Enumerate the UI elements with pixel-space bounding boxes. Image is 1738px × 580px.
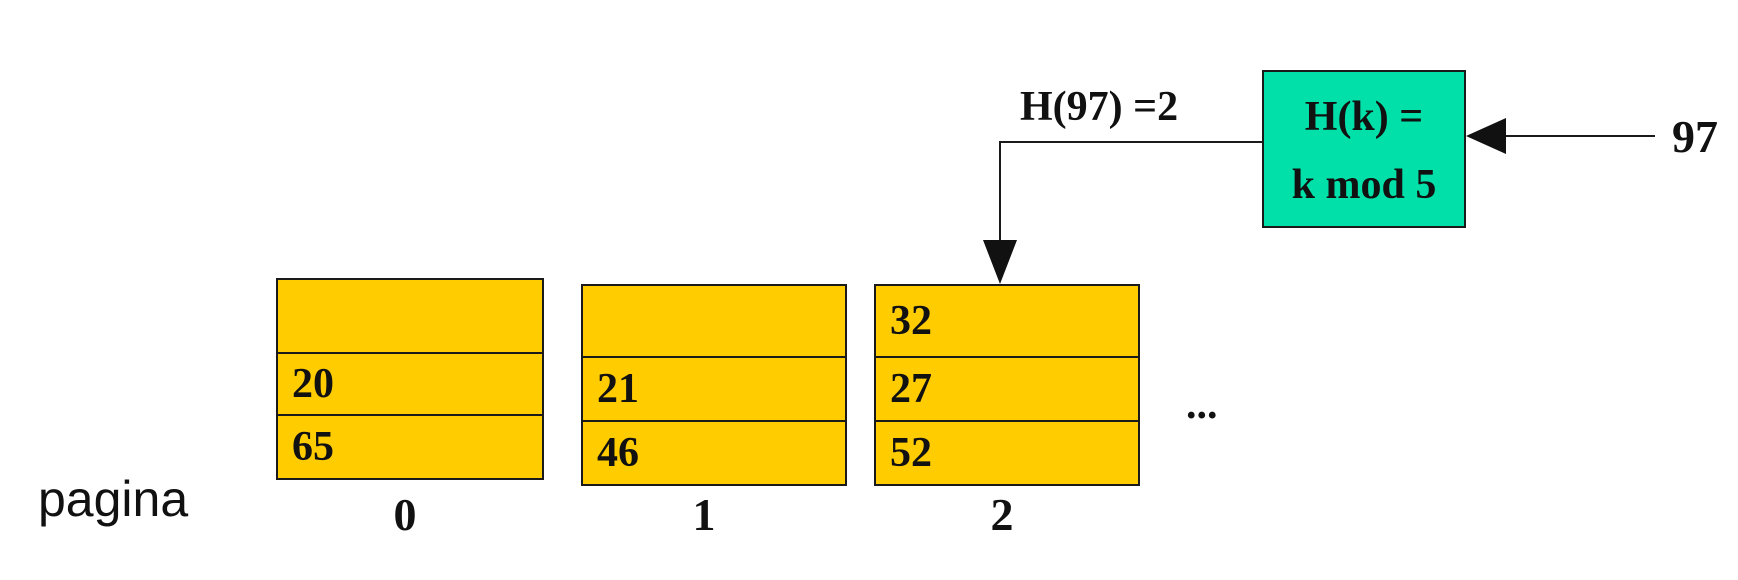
bucket-1-slot-1: 21 [583, 356, 845, 420]
bucket-0-slot-2-value: 65 [292, 424, 334, 470]
output-arrow-line [999, 141, 1262, 250]
bucket-1-slot-1-value: 21 [597, 366, 639, 412]
bucket-0: 20 65 [276, 278, 544, 480]
bucket-1-slot-0 [583, 286, 845, 356]
bucket-0-slot-0 [278, 280, 542, 352]
bucket-2-slot-0-value: 32 [890, 298, 932, 344]
hash-function-line2: k mod 5 [1291, 162, 1437, 208]
bucket-0-slot-2: 65 [278, 414, 542, 478]
bucket-2-slot-2: 52 [876, 420, 1138, 484]
hash-result-label: H(97) =2 [1020, 84, 1179, 130]
bucket-0-slot-1-value: 20 [292, 361, 334, 407]
page-label: pagina [38, 471, 189, 527]
input-arrow-head [1466, 118, 1506, 154]
bucket-2-slot-2-value: 52 [890, 430, 932, 476]
bucket-1-slot-2-value: 46 [597, 430, 639, 476]
hash-function-box: H(k) = k mod 5 [1262, 70, 1466, 228]
bucket-2: 32 27 52 [874, 284, 1140, 486]
bucket-2-slot-1: 27 [876, 356, 1138, 420]
bucket-1-index: 1 [692, 489, 716, 540]
ellipsis-more-buckets: ... [1186, 382, 1218, 428]
bucket-2-index: 2 [990, 489, 1014, 540]
output-arrow-head [983, 240, 1017, 284]
bucket-1-slot-2: 46 [583, 420, 845, 484]
bucket-2-slot-1-value: 27 [890, 366, 932, 412]
bucket-0-slot-1: 20 [278, 352, 542, 414]
bucket-1: 21 46 [581, 284, 847, 486]
hash-function-line1: H(k) = [1304, 94, 1424, 140]
bucket-0-index: 0 [393, 489, 417, 540]
input-key-label: 97 [1672, 111, 1718, 162]
bucket-2-slot-0: 32 [876, 286, 1138, 356]
